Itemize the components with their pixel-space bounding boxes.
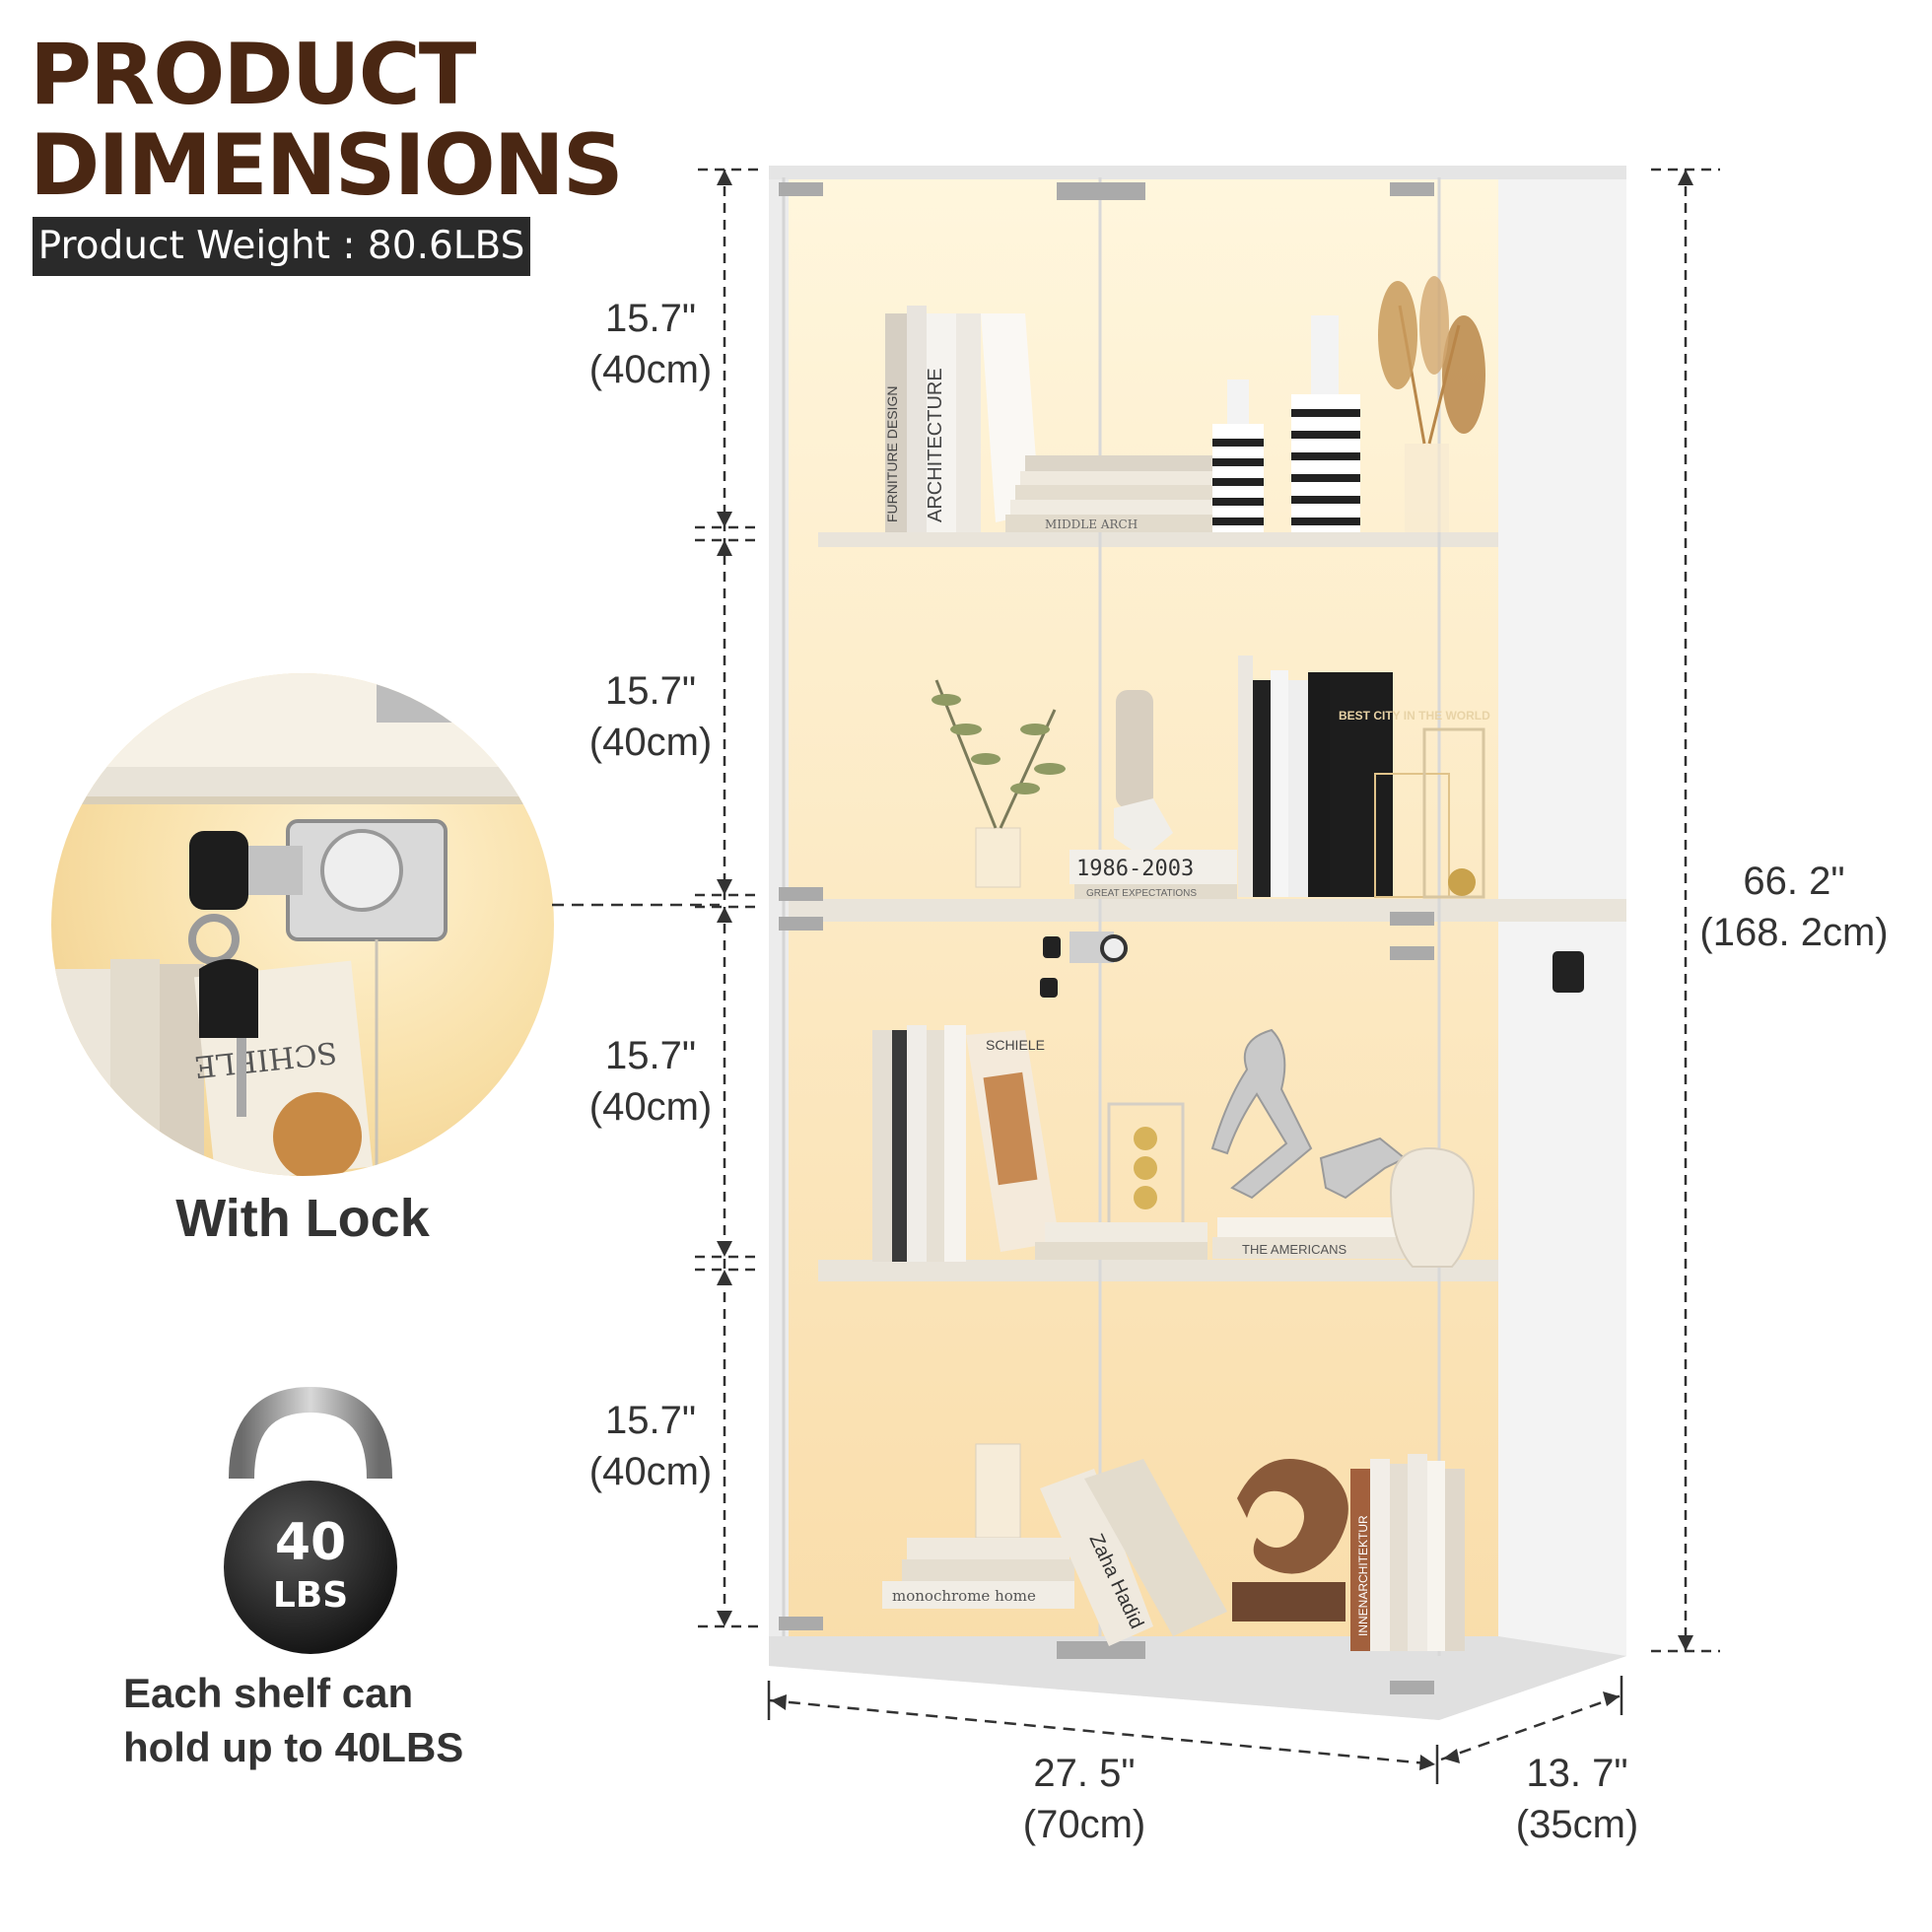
book-schiele-spine: SCHIELE <box>986 1037 1045 1053</box>
weight-badge: Product Weight : 80.6LBS <box>33 217 530 276</box>
shelf-3-decor: SCHIELE THE AMERICANS <box>872 1025 1476 1268</box>
dimension-lines <box>552 168 1720 1784</box>
runner-sculpture <box>1210 1028 1407 1200</box>
width-dim-label: 27. 5"(70cm) <box>1022 1752 1146 1846</box>
shelf-dim-2: 15.7"(40cm) <box>588 669 713 764</box>
shelf-dim-1: 15.7"(40cm) <box>588 297 713 391</box>
shelf-1-decor: ARCHITECTURE FURNITURE DESIGN MIDDLE ARC… <box>884 276 1485 532</box>
kettlebell-number: 40 <box>275 1513 346 1572</box>
knot-sculpture <box>1232 1459 1348 1622</box>
shelf-4-decor: monochrome home Zaha Hadid INNENARCHITEK… <box>882 1443 1465 1651</box>
book-middle-arch: MIDDLE ARCH <box>1045 518 1138 531</box>
cabinet-body <box>769 166 1626 1720</box>
height-dim-label: 66. 2"(168. 2cm) <box>1699 860 1889 954</box>
kettlebell-icon <box>224 1386 397 1654</box>
lock-closeup-image: SCHIELE <box>51 673 554 1176</box>
striped-vase-large <box>1291 315 1360 532</box>
shelf-2-decor: 1986-2003 GREAT EXPECTATIONS BEST CITY I… <box>932 656 1490 899</box>
shelf-capacity-line-2: hold up to 40LBS <box>123 1724 464 1770</box>
book-zaha-hadid: Zaha Hadid <box>1084 1531 1147 1632</box>
book-architecture: ARCHITECTURE <box>925 368 946 522</box>
shelf-dim-3: 15.7"(40cm) <box>588 1034 713 1129</box>
book-1986-2003: 1986-2003 <box>1076 857 1194 881</box>
pampas-grass <box>1378 276 1485 532</box>
kettlebell-unit: LBS <box>273 1575 348 1616</box>
shelf-capacity-line-1: Each shelf can <box>123 1670 414 1716</box>
shelf-dim-4: 15.7"(40cm) <box>588 1399 713 1493</box>
book-furniture-design: FURNITURE DESIGN <box>884 386 900 522</box>
book-great-expectations: GREAT EXPECTATIONS <box>1086 888 1197 899</box>
dimension-arrowheads <box>717 170 1693 1770</box>
book-the-americans: THE AMERICANS <box>1242 1242 1347 1257</box>
book-innenarchitektur: INNENARCHITEKTUR <box>1356 1515 1370 1636</box>
book-monochrome-home: monochrome home <box>892 1587 1036 1605</box>
shelf-capacity-note: Each shelf can hold up to 40LBS <box>123 1666 463 1774</box>
title-line-2: DIMENSIONS <box>30 116 624 215</box>
depth-dim-label: 13. 7"(35cm) <box>1515 1752 1639 1846</box>
title-line-1: PRODUCT <box>30 26 476 124</box>
striped-vase-small <box>1212 380 1264 532</box>
olive-branch <box>932 679 1066 888</box>
book-best-city: BEST CITY IN THE WORLD <box>1339 709 1490 723</box>
lock-label: With Lock <box>175 1189 430 1248</box>
page-title: PRODUCT DIMENSIONS <box>30 26 624 215</box>
